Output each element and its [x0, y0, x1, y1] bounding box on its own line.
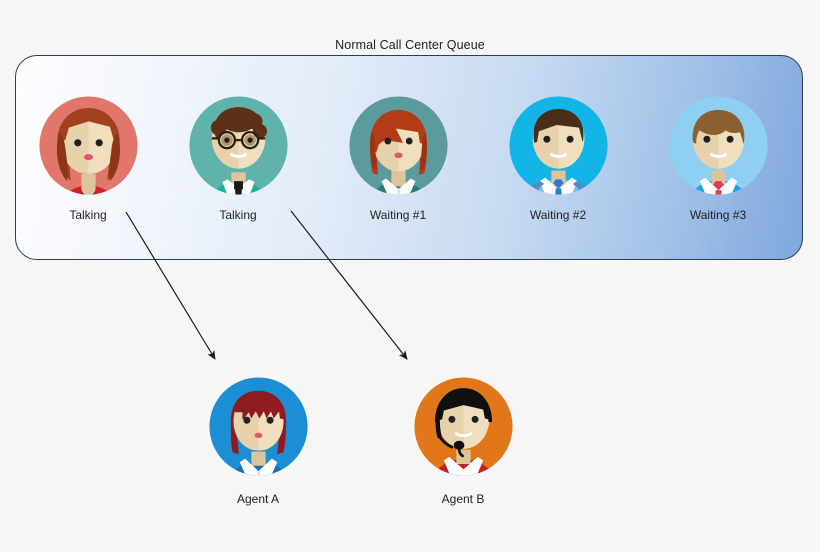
avatar-woman-bob-haircut — [205, 373, 312, 480]
avatar-woman-long-wavy-hair — [35, 92, 142, 199]
page-title: Normal Call Center Queue — [335, 38, 485, 52]
avatar-man-headset — [410, 373, 517, 480]
queue-item-caller-5[interactable]: Waiting #3 — [658, 92, 778, 222]
queue-item-label: Talking — [219, 208, 257, 222]
queue-item-label: Waiting #1 — [369, 208, 427, 222]
queue-item-label: Waiting #2 — [529, 208, 587, 222]
agent-item-label: Agent B — [441, 492, 485, 506]
agent-item-agent-a[interactable]: Agent A — [198, 373, 318, 506]
queue-item-label: Talking — [69, 208, 107, 222]
agent-item-label: Agent A — [236, 492, 280, 506]
queue-item-caller-3[interactable]: Waiting #1 — [338, 92, 458, 222]
avatar-man-suit-blue-tie — [505, 92, 612, 199]
queue-item-caller-4[interactable]: Waiting #2 — [498, 92, 618, 222]
avatar-man-blue-shirt-red-tie — [665, 92, 772, 199]
avatar-woman-straight-hair — [345, 92, 452, 199]
queue-item-caller-2[interactable]: Talking — [178, 92, 298, 222]
queue-item-caller-1[interactable]: Talking — [28, 92, 148, 222]
agent-item-agent-b[interactable]: Agent B — [403, 373, 523, 506]
queue-item-label: Waiting #3 — [689, 208, 747, 222]
avatar-man-curly-hair-glasses — [185, 92, 292, 199]
